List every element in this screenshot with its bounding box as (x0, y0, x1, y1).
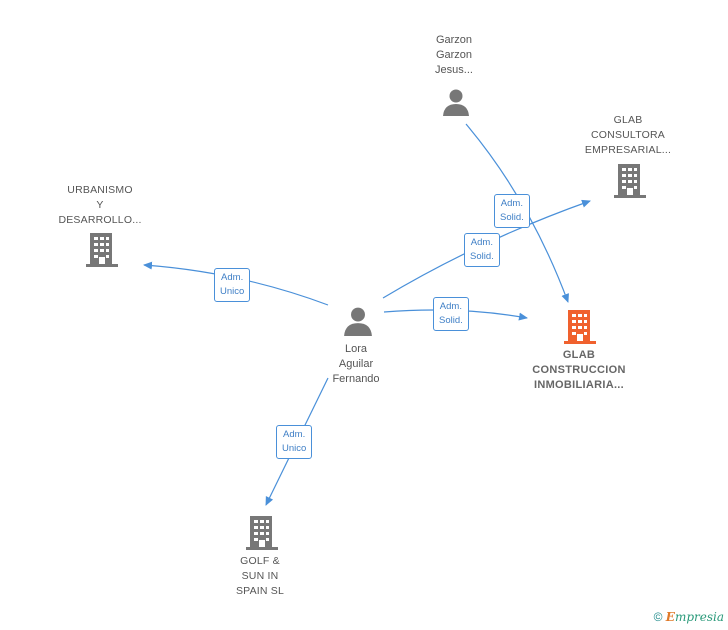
node-label-golf: GOLF & SUN IN SPAIN SL (235, 555, 285, 597)
edge-label-lora-construccion[interactable]: Adm. Solid. (433, 297, 469, 331)
person-icon[interactable] (442, 88, 470, 116)
node-label-glab-construccion: GLAB CONSTRUCCION INMOBILIARIA... (532, 349, 626, 391)
copyright-symbol: © (653, 610, 663, 624)
building-icon[interactable] (614, 164, 646, 198)
node-label-urbanismo: URBANISMO Y DESARROLLO... (58, 184, 142, 226)
footer-brand: © Empresia (654, 610, 724, 624)
edge-label-garzon-construccion[interactable]: Adm. Solid. (494, 194, 530, 228)
person-icon[interactable] (343, 306, 373, 336)
node-label-garzon: Garzon Garzon Jesus... (435, 34, 473, 76)
node-label-lora: Lora Aguilar Fernando (332, 343, 380, 385)
brand-name: mpresia (674, 610, 724, 624)
edge-label-lora-urbanismo[interactable]: Adm. Unico (214, 268, 251, 302)
edge-label-lora-consultora[interactable]: Adm. Solid. (464, 233, 500, 267)
brand-initial: E (665, 610, 675, 624)
building-icon[interactable] (564, 310, 596, 344)
building-icon[interactable] (86, 233, 118, 267)
building-icon[interactable] (246, 516, 278, 550)
node-label-glab-consultora: GLAB CONSULTORA EMPRESARIAL... (584, 114, 672, 156)
edge-label-lora-golf[interactable]: Adm. Unico (276, 425, 313, 459)
